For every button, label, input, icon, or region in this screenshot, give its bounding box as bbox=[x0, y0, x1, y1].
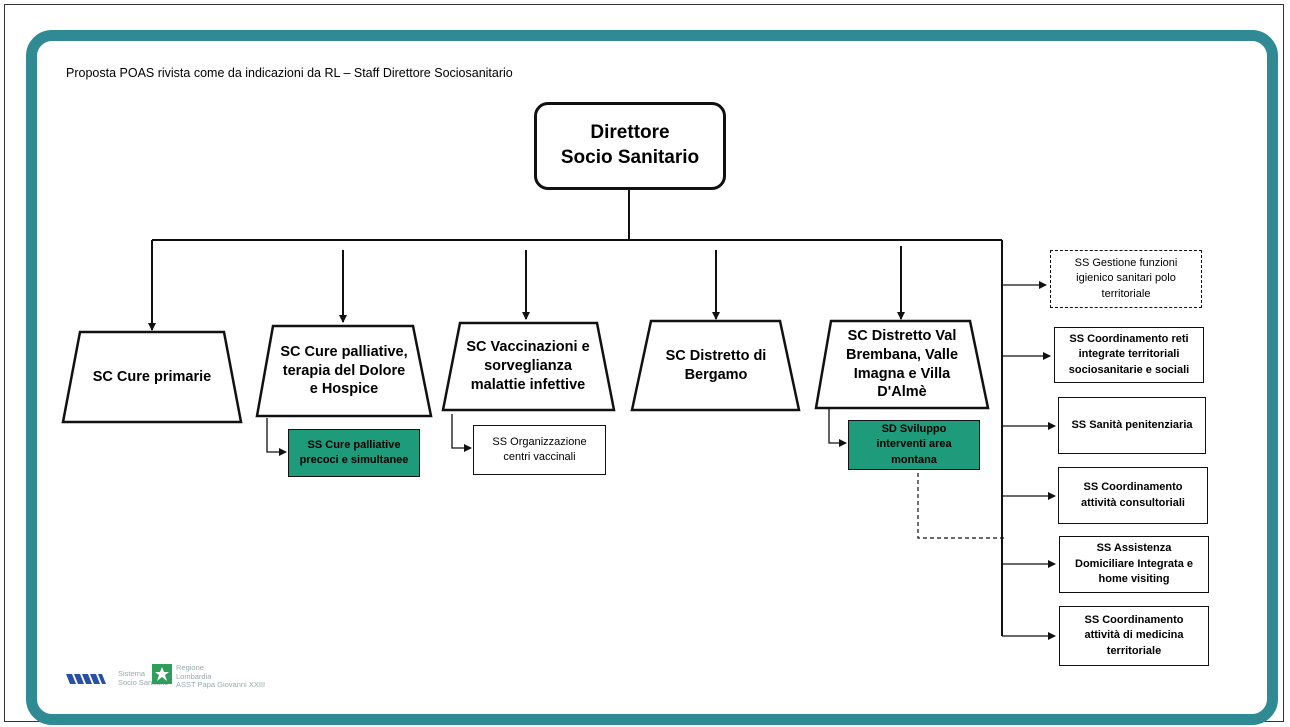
dept-shape-distretto-val-brembana bbox=[814, 319, 990, 410]
staff-gestione-funzioni-igienico: SS Gestione funzioni igienico sanitari p… bbox=[1050, 250, 1202, 308]
director-label: Direttore Socio Sanitario bbox=[560, 122, 700, 168]
staff-coordinamento-reti-integrate: SS Coordinamento reti integrate territor… bbox=[1054, 327, 1204, 383]
dept-shape-distretto-bergamo bbox=[630, 319, 801, 412]
dept-cure-palliative: SC Cure palliative, terapia del Dolore e… bbox=[280, 343, 408, 398]
footer-logos: Sistema Socio Sanitario Regione Lombardi… bbox=[66, 660, 266, 700]
sistema-sociosanitario-logo-icon bbox=[66, 674, 106, 684]
regione-lombardia-logo-icon bbox=[152, 664, 172, 684]
dept-cure-primarie: SC Cure primarie bbox=[92, 368, 212, 385]
dept-distretto-val-brembana: SC Distretto Val Brembana, Valle Imagna … bbox=[845, 327, 959, 401]
dept-shape-vaccinazioni bbox=[441, 321, 616, 412]
dept-shape-cure-primarie bbox=[61, 330, 243, 424]
staff-assistenza-domiciliare: SS Assistenza Domiciliare Integrata e ho… bbox=[1059, 536, 1209, 593]
dept-vaccinazioni: SC Vaccinazioni e sorveglianza malattie … bbox=[466, 339, 590, 393]
staff-coordinamento-consultoriali: SS Coordinamento attività consultoriali bbox=[1058, 467, 1208, 524]
dept-shape-cure-palliative bbox=[255, 324, 433, 418]
dept-distretto-bergamo: SC Distretto di Bergamo bbox=[665, 347, 767, 383]
staff-sanita-penitenziaria: SS Sanità penitenziaria bbox=[1058, 397, 1206, 454]
sub-unit-organizzazione-vaccinali: SS Organizzazione centri vaccinali bbox=[473, 425, 606, 475]
regione-lombardia-text: Regione Lombardia ASST Papa Giovanni XXI… bbox=[176, 663, 266, 690]
sub-unit-sviluppo-area-montana: SD Sviluppo interventi area montana bbox=[848, 420, 980, 470]
director-box: Direttore Socio Sanitario bbox=[534, 102, 726, 190]
slide-title: Proposta POAS rivista come da indicazion… bbox=[66, 66, 513, 80]
staff-coordinamento-medicina-territoriale: SS Coordinamento attività di medicina te… bbox=[1059, 606, 1209, 666]
sub-unit-cure-palliative-precoci: SS Cure palliative precoci e simultanee bbox=[288, 429, 420, 477]
